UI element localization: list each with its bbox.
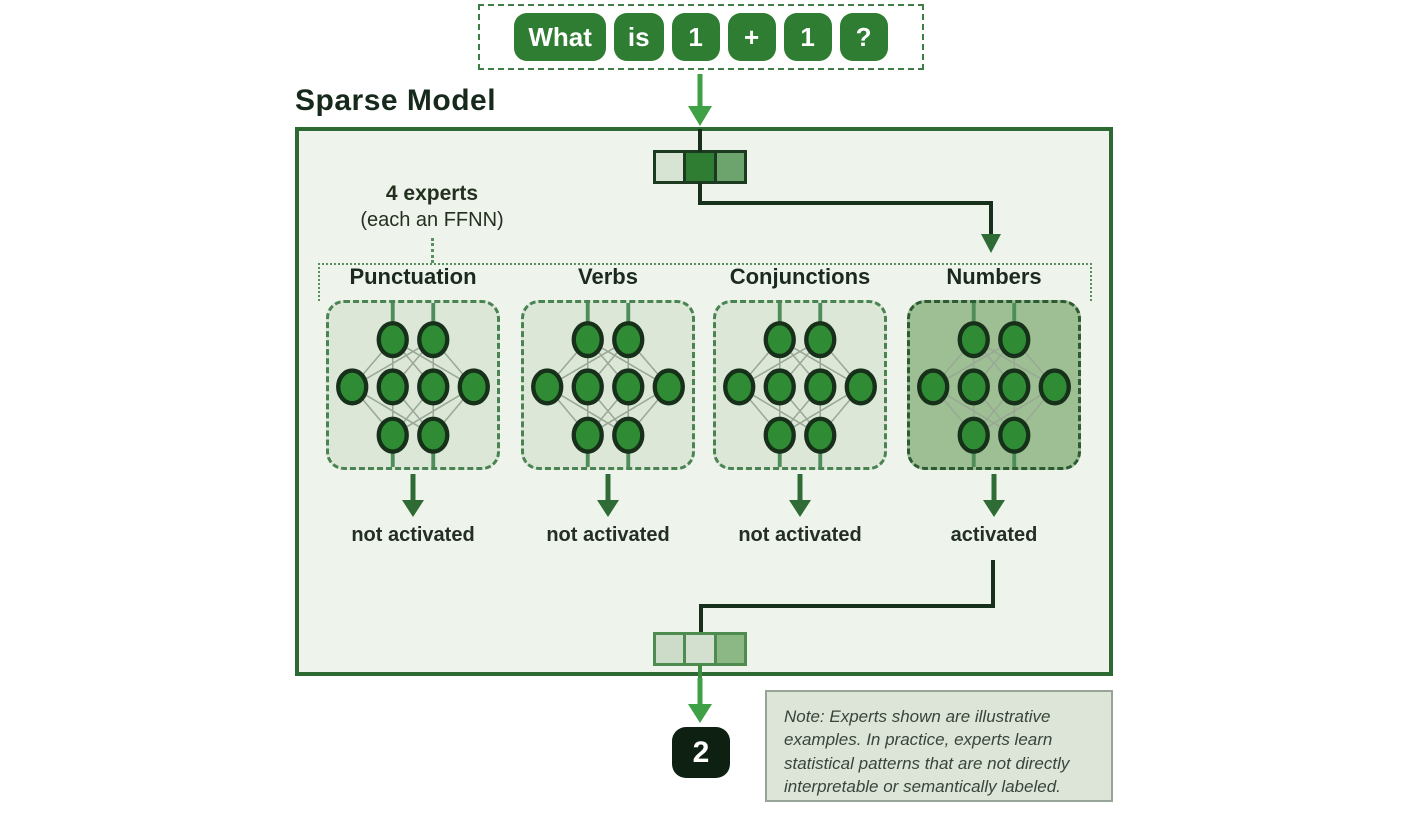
ffnn-network-icon bbox=[723, 303, 877, 467]
dotted-connector bbox=[431, 238, 434, 263]
expert-status-numbers: activated bbox=[950, 524, 1038, 546]
expert-card-punctuation bbox=[326, 300, 500, 470]
expert-status-punctuation: not activated bbox=[351, 524, 475, 546]
router-vector-cell-1 bbox=[686, 153, 714, 181]
output-vector-cell-2 bbox=[716, 635, 744, 663]
expert-status-conjunctions: not activated bbox=[738, 524, 862, 546]
ffnn-network-icon bbox=[336, 303, 490, 467]
input-token-3: + bbox=[727, 13, 776, 61]
experts-count-line1: 4 experts bbox=[385, 182, 479, 205]
expert-title-numbers: Numbers bbox=[946, 264, 1042, 289]
input-token-2: 1 bbox=[671, 13, 720, 61]
input-token-0: What bbox=[514, 13, 606, 61]
experts-count-label: 4 experts (each an FFNN) bbox=[332, 180, 532, 233]
router-vector-cell-0 bbox=[656, 153, 684, 181]
expert-card-conjunctions bbox=[713, 300, 887, 470]
ffnn-network-icon bbox=[917, 303, 1071, 467]
ffnn-network-icon bbox=[531, 303, 685, 467]
expert-title-punctuation: Punctuation bbox=[349, 264, 477, 289]
output-vector bbox=[653, 632, 747, 666]
router-vector bbox=[653, 150, 747, 184]
expert-card-verbs bbox=[521, 300, 695, 470]
page-title: Sparse Model bbox=[295, 84, 497, 117]
experts-count-line2: (each an FFNN) bbox=[360, 209, 504, 232]
output-vector-cell-1 bbox=[686, 635, 714, 663]
output-vector-cell-0 bbox=[656, 635, 684, 663]
note-box: Note: Experts shown are illustrative exa… bbox=[765, 690, 1113, 802]
expert-title-conjunctions: Conjunctions bbox=[729, 264, 871, 289]
expert-title-verbs: Verbs bbox=[578, 264, 638, 289]
router-vector-cell-2 bbox=[716, 153, 744, 181]
input-token-4: 1 bbox=[783, 13, 832, 61]
expert-card-numbers bbox=[907, 300, 1081, 470]
input-token-1: is bbox=[613, 13, 664, 61]
experts-group-outline bbox=[318, 263, 1092, 301]
expert-status-verbs: not activated bbox=[546, 524, 670, 546]
output-token: 2 bbox=[672, 727, 730, 778]
input-token-5: ? bbox=[839, 13, 888, 61]
